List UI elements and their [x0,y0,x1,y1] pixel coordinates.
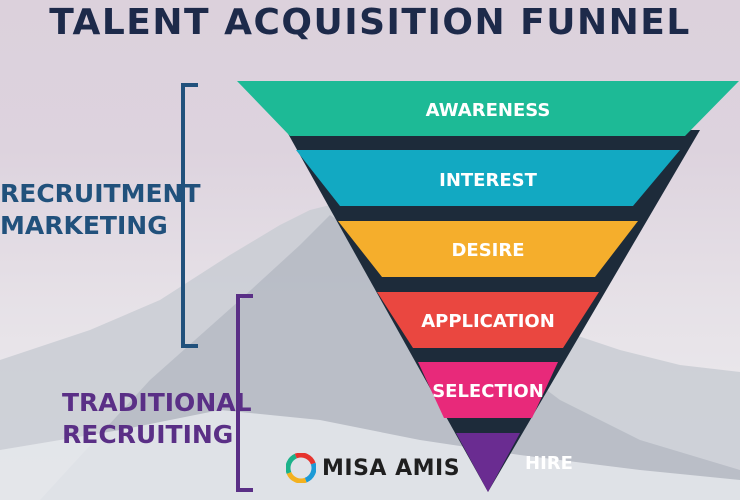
label-line: RECRUITING [62,420,234,449]
traditional-recruiting-label: TRADITIONAL RECRUITING [62,387,252,451]
funnel-stage-selection: SELECTION [418,362,558,418]
stage-band [377,292,599,348]
funnel-stage-interest: INTEREST [296,150,680,206]
stage-label: HIRE [525,453,573,474]
stage-band [237,81,739,136]
funnel-stage-awareness: AWARENESS [237,81,739,136]
stage-band [296,150,680,206]
funnel-stage-hire: HIRE [456,433,573,492]
funnel-stage-desire: DESIRE [338,221,638,277]
recruitment-marketing-label: RECRUITMENT MARKETING [0,178,201,242]
stage-label: AWARENESS [426,100,551,121]
stage-label: APPLICATION [421,311,555,332]
logo-text: MISA AMIS [322,455,461,481]
funnel-stage-application: APPLICATION [377,292,599,348]
stage-band [456,433,520,492]
label-line: RECRUITMENT [0,179,201,208]
stage-band [418,362,558,418]
page-title: TALENT ACQUISITION FUNNEL [49,2,691,43]
logo-icon [286,453,316,483]
stage-label: DESIRE [451,240,524,261]
brand-logo: MISA AMIS [286,452,460,484]
label-line: MARKETING [0,211,168,240]
label-line: TRADITIONAL [62,388,252,417]
stage-label: INTEREST [439,170,537,191]
stage-label: SELECTION [432,381,544,402]
stage-band [338,221,638,277]
